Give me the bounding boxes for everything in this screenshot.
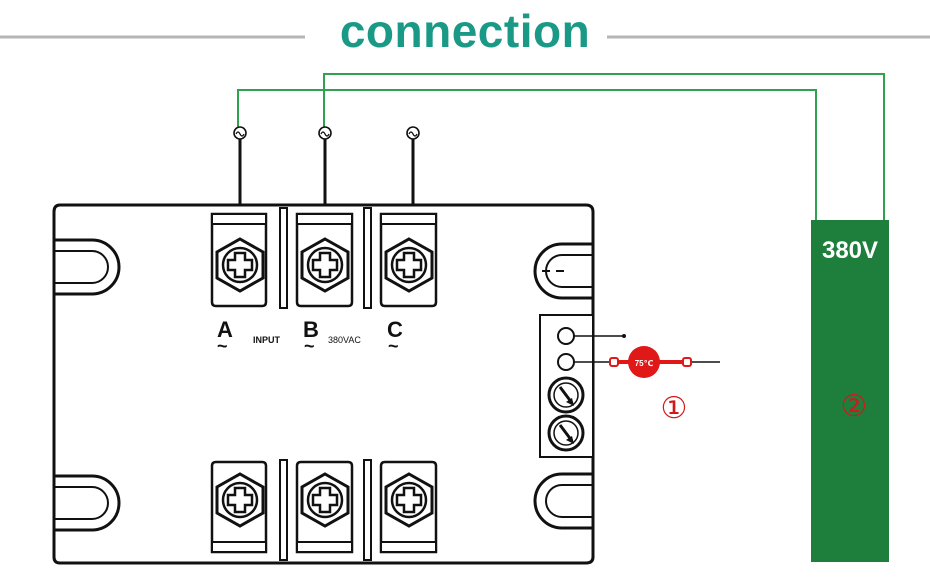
mount-slot-top-left — [54, 238, 121, 296]
thermostat-switch — [609, 346, 692, 378]
terminal-top-b — [295, 212, 354, 308]
relay-body — [52, 203, 595, 565]
control-terminal-1 — [557, 327, 626, 345]
ac-symbol-b — [318, 126, 332, 140]
tilde-a: ~ — [217, 336, 228, 356]
tilde-b: ~ — [304, 336, 315, 356]
terminal-bottom-3 — [379, 460, 438, 554]
terminal-bottom-1 — [210, 460, 268, 554]
adjust-knob-2 — [547, 414, 585, 452]
terminal-dividers — [279, 207, 372, 561]
mount-slot-top-right — [533, 242, 593, 300]
marker-one: ① — [661, 392, 688, 425]
ac-symbol-c — [406, 126, 420, 140]
terminal-label-a: A — [217, 317, 233, 342]
power-supply — [811, 220, 889, 562]
wire-phase-b — [323, 73, 885, 222]
terminal-top-a — [210, 212, 268, 308]
terminal-bottom-2 — [295, 460, 354, 554]
adjust-knob-1 — [547, 376, 585, 414]
marker-two: ② — [841, 390, 868, 423]
terminal-label-b: B — [303, 317, 319, 342]
terminal-top-c — [379, 212, 438, 308]
page-title: connection — [339, 5, 591, 57]
voltage-label: 380VAC — [328, 335, 361, 345]
ac-symbol-a — [233, 126, 247, 140]
terminal-label-c: C — [387, 317, 403, 342]
supply-voltage: 380V — [822, 237, 878, 264]
tilde-c: ~ — [388, 336, 399, 356]
mount-slot-bottom-left — [54, 474, 121, 532]
mount-slot-bottom-right — [533, 472, 593, 530]
wire-phase-a — [237, 89, 817, 222]
input-label: INPUT — [253, 335, 281, 345]
thermostat-label: 75℃ — [635, 359, 654, 368]
